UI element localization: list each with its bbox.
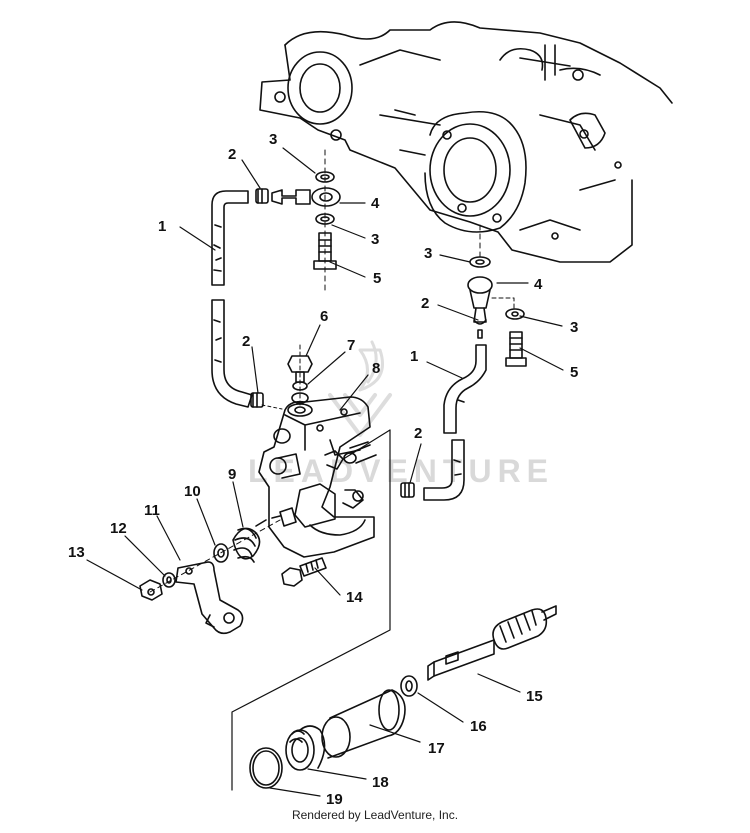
callout-3c: 3 xyxy=(424,245,432,262)
callout-13: 13 xyxy=(68,544,85,561)
callout-15: 15 xyxy=(526,688,543,705)
callout-2a: 2 xyxy=(228,146,236,163)
callout-6: 6 xyxy=(320,308,328,325)
callout-2d: 2 xyxy=(414,425,422,442)
bolt-14 xyxy=(281,557,327,587)
callout-3d: 3 xyxy=(570,319,578,336)
callout-1a: 1 xyxy=(158,218,166,235)
lever-assembly xyxy=(139,519,281,635)
callout-12: 12 xyxy=(110,520,127,537)
callout-9: 9 xyxy=(228,466,236,483)
section-bracket xyxy=(231,429,391,791)
callout-19: 19 xyxy=(326,791,343,808)
watermark-text: LEADVENTURE xyxy=(248,453,554,489)
callout-3b: 3 xyxy=(371,231,379,248)
callout-4b: 4 xyxy=(534,276,543,293)
callout-16: 16 xyxy=(470,718,487,735)
callout-10: 10 xyxy=(184,483,201,500)
callout-14: 14 xyxy=(346,589,363,606)
callout-labels: 1 2 3 4 3 5 3 4 2 3 5 6 7 8 2 1 2 9 10 1… xyxy=(68,131,578,808)
leader-lines xyxy=(86,147,564,797)
oil-pump xyxy=(258,344,377,558)
callout-17: 17 xyxy=(428,740,445,757)
left-banjo-group xyxy=(211,149,341,408)
callout-5a: 5 xyxy=(373,270,381,287)
callout-18: 18 xyxy=(372,774,389,791)
callout-11: 11 xyxy=(144,502,160,519)
callout-2c: 2 xyxy=(242,333,250,350)
footer-credit: Rendered by LeadVenture, Inc. xyxy=(291,808,459,822)
callout-1b: 1 xyxy=(410,348,418,365)
callout-5b: 5 xyxy=(570,364,578,381)
drive-shaft-assembly xyxy=(249,605,557,789)
callout-4a: 4 xyxy=(371,195,380,212)
callout-3a: 3 xyxy=(269,131,277,148)
callout-8: 8 xyxy=(372,360,380,377)
callout-7: 7 xyxy=(347,337,355,354)
watermark-logo: LEADVENTURE xyxy=(248,340,554,489)
callout-2b: 2 xyxy=(421,295,429,312)
cylinder-head xyxy=(259,21,673,263)
right-banjo-group xyxy=(400,224,527,501)
